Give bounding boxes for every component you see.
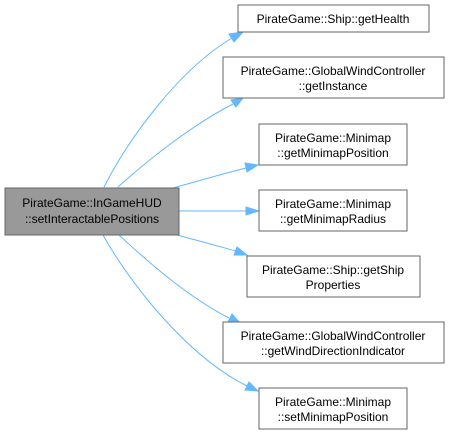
target-node-get-wind-direction-indicator[interactable]: PirateGame::GlobalWindController ::getWi… <box>222 321 445 364</box>
target-node-get-instance[interactable]: PirateGame::GlobalWindController ::getIn… <box>222 56 445 99</box>
edges <box>102 31 261 392</box>
edge-to-set-minimap-position <box>102 234 260 392</box>
target-node-get-ship-properties[interactable]: PirateGame::Ship::getShip Properties <box>246 255 421 298</box>
edge-to-get-minimap-position <box>172 162 260 189</box>
target-node-get-health[interactable]: PirateGame::Ship::getHealth <box>237 4 430 33</box>
edge-to-get-wind-direction-indicator <box>118 234 242 324</box>
target-node-label-line1: PirateGame::GlobalWindController <box>241 329 426 343</box>
target-node-label-line2: ::getInstance <box>299 79 368 93</box>
source-node-box <box>4 187 180 236</box>
target-node-box <box>258 189 408 232</box>
target-node-label-line1: PirateGame::GlobalWindController <box>241 64 426 78</box>
target-node-box <box>246 255 421 298</box>
edge-to-get-instance <box>117 97 245 188</box>
target-node-label-line2: Properties <box>306 278 361 292</box>
source-node-label-line1: PirateGame::InGameHUD <box>22 196 162 210</box>
target-node-label-line1: PirateGame::Minimap <box>275 131 391 145</box>
target-node-set-minimap-position[interactable]: PirateGame::Minimap ::setMinimapPosition <box>258 387 408 430</box>
target-node-label-line2: ::setMinimapPosition <box>278 410 389 424</box>
edge-to-get-ship-properties <box>172 233 249 256</box>
target-node-box <box>222 56 445 99</box>
target-node-box <box>258 387 408 430</box>
target-node-label-line1: PirateGame::Minimap <box>275 197 391 211</box>
source-node-label-line2: ::setInteractablePositions <box>25 212 159 226</box>
target-node-label-line2: ::getMinimapPosition <box>277 146 388 160</box>
target-node-box <box>237 4 430 33</box>
target-node-get-minimap-position[interactable]: PirateGame::Minimap ::getMinimapPosition <box>258 123 408 166</box>
edge-to-get-health <box>103 31 245 188</box>
source-node[interactable]: PirateGame::InGameHUD ::setInteractableP… <box>4 187 180 236</box>
target-node-label-line2: ::getWindDirectionIndicator <box>261 344 405 358</box>
target-node-label-line1: PirateGame::Ship::getShip <box>262 263 404 277</box>
target-node-label-line1: PirateGame::Minimap <box>275 395 391 409</box>
target-node-box <box>222 321 445 364</box>
target-node-label-line2: ::getMinimapRadius <box>280 212 386 226</box>
edge-to-get-minimap-radius <box>179 206 261 216</box>
target-node-box <box>258 123 408 166</box>
target-node-label-line1: PirateGame::Ship::getHealth <box>257 12 410 26</box>
target-node-get-minimap-radius[interactable]: PirateGame::Minimap ::getMinimapRadius <box>258 189 408 232</box>
